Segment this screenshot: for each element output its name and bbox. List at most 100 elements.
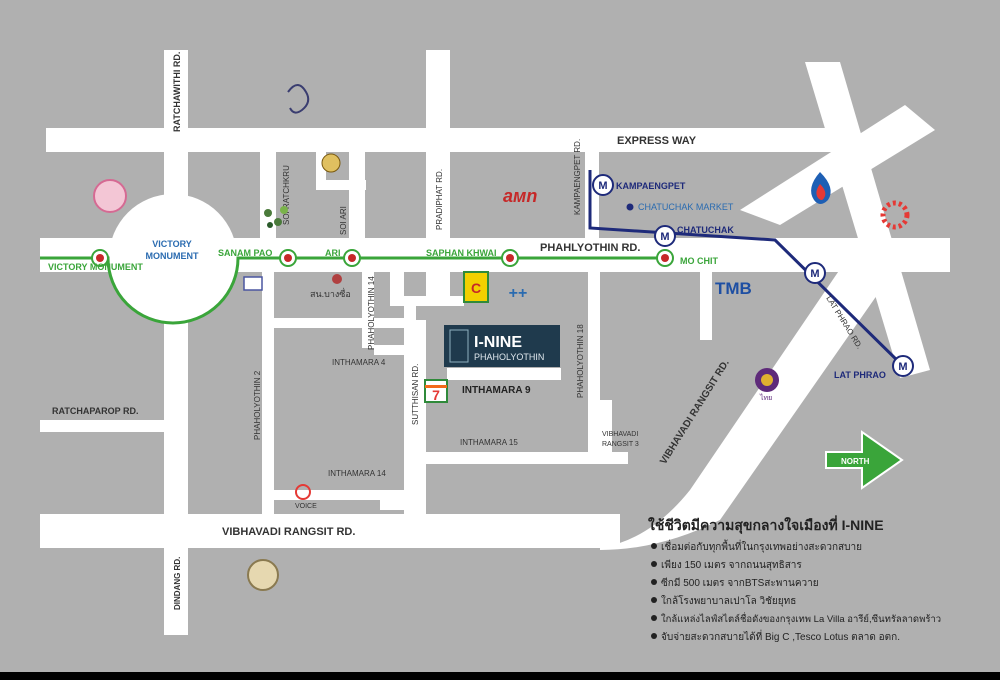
label-sutthisan: SUTTHISAN RD. <box>411 364 420 425</box>
label-thai-place: สน.บางซื่อ <box>310 287 351 299</box>
label-seven-eleven: 7 <box>432 387 440 403</box>
label-inthamara-9: INTHAMARA 9 <box>462 385 531 396</box>
label-vibhavadi-3-1: VIBHAVADI <box>602 431 638 438</box>
road-soi-ari <box>349 152 365 240</box>
label-inthamara-4: INTHAMARA 4 <box>332 358 386 367</box>
landmark-voice-icon <box>295 484 311 500</box>
label-victory-monument-bts: VICTORY MONUMENT <box>48 262 143 272</box>
north-label: NORTH <box>841 457 870 466</box>
label-phahlyothin: PHAHLYOTHIN RD. <box>540 242 640 254</box>
bullet-item: ซีกมี 500 เมตร จากBTSสะพานควาย <box>661 577 819 589</box>
road-inthamara-small <box>274 318 404 328</box>
mrt-symbol: M <box>598 180 607 192</box>
label-plus-sign: ++ <box>509 285 528 302</box>
label-victory-circle-2: MONUMENT <box>146 251 199 261</box>
north-arrow-icon <box>825 430 904 490</box>
label-lat-phrao: LAT PHRAO <box>834 370 886 380</box>
seven-eleven-icon: 7 <box>424 379 448 403</box>
bullet-item: จับจ่ายสะดวกสบายได้ที่ Big C ,Tesco Lotu… <box>661 629 900 643</box>
road-sutthisan <box>404 320 426 520</box>
bullet-dot <box>651 597 657 603</box>
landmark-pin-icon <box>332 274 342 284</box>
road-inthamara-15 <box>426 452 628 464</box>
road-soi-ratchkru <box>260 152 276 240</box>
label-dindang: DINDANG RD. <box>173 557 182 610</box>
roads <box>40 50 950 635</box>
project-box-bg <box>444 325 560 367</box>
bullet-dot <box>651 561 657 567</box>
bullet-dot <box>651 633 657 639</box>
label-mo-chit: MO CHIT <box>680 256 718 266</box>
landmark-flame-icon <box>811 172 831 204</box>
road-vibhavadi-horizontal <box>40 514 620 548</box>
road-pradiphat <box>426 50 450 305</box>
landmark-seal-icon <box>321 153 341 173</box>
mrt-symbol: M <box>898 361 907 373</box>
mrt-line <box>588 170 907 370</box>
project-name: I-NINE <box>474 334 522 351</box>
mrt-station-mid[interactable]: M <box>804 262 826 284</box>
project-subtitle: PHAHOLYOTHIN <box>474 352 544 362</box>
bts-station-sanam-pao[interactable] <box>279 249 297 267</box>
landmark-swan-icon <box>287 84 310 114</box>
road-phaholyothin-14 <box>362 270 374 348</box>
label-inthamara-15: INTHAMARA 15 <box>460 438 518 447</box>
bullet-item: ใกล้โรงพยาบาลเปาโล วิชัยยุทธ <box>661 594 796 607</box>
landmark-thai-airways-icon <box>755 368 779 392</box>
label-kampaengpet-rd: KAMPAENGPET RD. <box>573 139 582 215</box>
label-tmb: TMB <box>715 279 752 298</box>
road-phahlyothin <box>40 238 950 272</box>
bts-station-victory-monument[interactable] <box>91 249 109 267</box>
label-phaholyothin-14: PHAHOLYOTHIN 14 <box>367 276 376 350</box>
label-expressway: EXPRESS WAY <box>617 135 697 147</box>
station-labels: VICTORY MONUMENT VICTORY MONUMENT SANAM … <box>48 181 886 380</box>
mrt-stations: M M M M <box>592 174 914 377</box>
landmarks: สน.บางซื่อ C ++ aмn CHATUCHAK MARKET TMB… <box>93 84 910 591</box>
label-inthamara-14: INTHAMARA 14 <box>328 469 386 478</box>
label-phaholyothin-2: PHAHOLYOTHIN 2 <box>253 370 262 440</box>
label-voice: VOICE <box>295 503 317 510</box>
road-vibhavadi-diagonal <box>600 225 905 550</box>
bullet-dot <box>651 579 657 585</box>
bts-stations <box>91 249 674 267</box>
label-chatuchak-market: CHATUCHAK MARKET <box>638 202 734 212</box>
landmark-building-icon <box>243 276 263 291</box>
mrt-station-chatuchak[interactable]: M <box>654 225 676 247</box>
north-arrow: NORTH <box>825 430 904 490</box>
label-soi-ratchkru: SOI RATCHKRU <box>282 165 291 225</box>
bullet-item: เพียง 150 เมตร จากถนนสุทธิสาร <box>661 559 802 571</box>
bts-station-ari[interactable] <box>343 249 361 267</box>
project-building-icon <box>449 329 469 363</box>
bullet-item: ใกล้แหล่งไลฟ์สไตล์ชื่อดังของกรุงเทพ La V… <box>661 612 941 625</box>
bts-station-mo-chit[interactable] <box>656 249 674 267</box>
label-phaholyothin-18: PHAHOLYOTHIN 18 <box>576 324 585 398</box>
headline: ใช้ชีวิตมีความสุขกลางใจเมืองที่ I-NINE <box>648 515 884 534</box>
landmark-network-icon <box>264 206 288 228</box>
landmark-dot <box>626 203 634 211</box>
mrt-station-kampaengpet[interactable]: M <box>592 174 614 196</box>
road-lat-phrao <box>805 62 930 378</box>
label-vibhavadi-horizontal: VIBHAVADI RANGSIT RD. <box>222 526 355 538</box>
road-ratchaparop <box>40 420 168 432</box>
label-ratchaparop: RATCHAPAROP RD. <box>52 406 139 416</box>
project-box[interactable]: I-NINE PHAHOLYOTHIN <box>444 325 560 367</box>
bullet-item: เชื่อมต่อกับทุกพื้นที่ในกรุงเทพอย่างสะดว… <box>661 539 862 553</box>
label-saphan-khwai: SAPHAN KHWAI <box>426 248 497 258</box>
label-soi-ari: SOI ARI <box>339 206 348 235</box>
landmark-bigc-icon <box>463 271 489 303</box>
info-panel: ใช้ชีวิตมีความสุขกลางใจเมืองที่ I-NINE เ… <box>648 515 941 643</box>
road-dindang <box>164 300 188 635</box>
road-phaholyothin-18 <box>588 270 600 460</box>
bts-station-saphan-khwai[interactable] <box>501 249 519 267</box>
label-ratchawithi: RATCHAWITHI RD. <box>172 52 182 132</box>
landmark-round-icon <box>93 179 127 213</box>
bts-line <box>40 256 665 325</box>
bullet-dot <box>651 543 657 549</box>
label-ari: ARI <box>325 248 341 258</box>
label-amn: aмn <box>503 186 537 206</box>
mrt-station-lat-phrao[interactable]: M <box>892 355 914 377</box>
label-thai-airways: ไทย <box>759 393 772 402</box>
mrt-symbol: M <box>660 231 669 243</box>
road-phaholyothin-2 <box>262 270 274 520</box>
